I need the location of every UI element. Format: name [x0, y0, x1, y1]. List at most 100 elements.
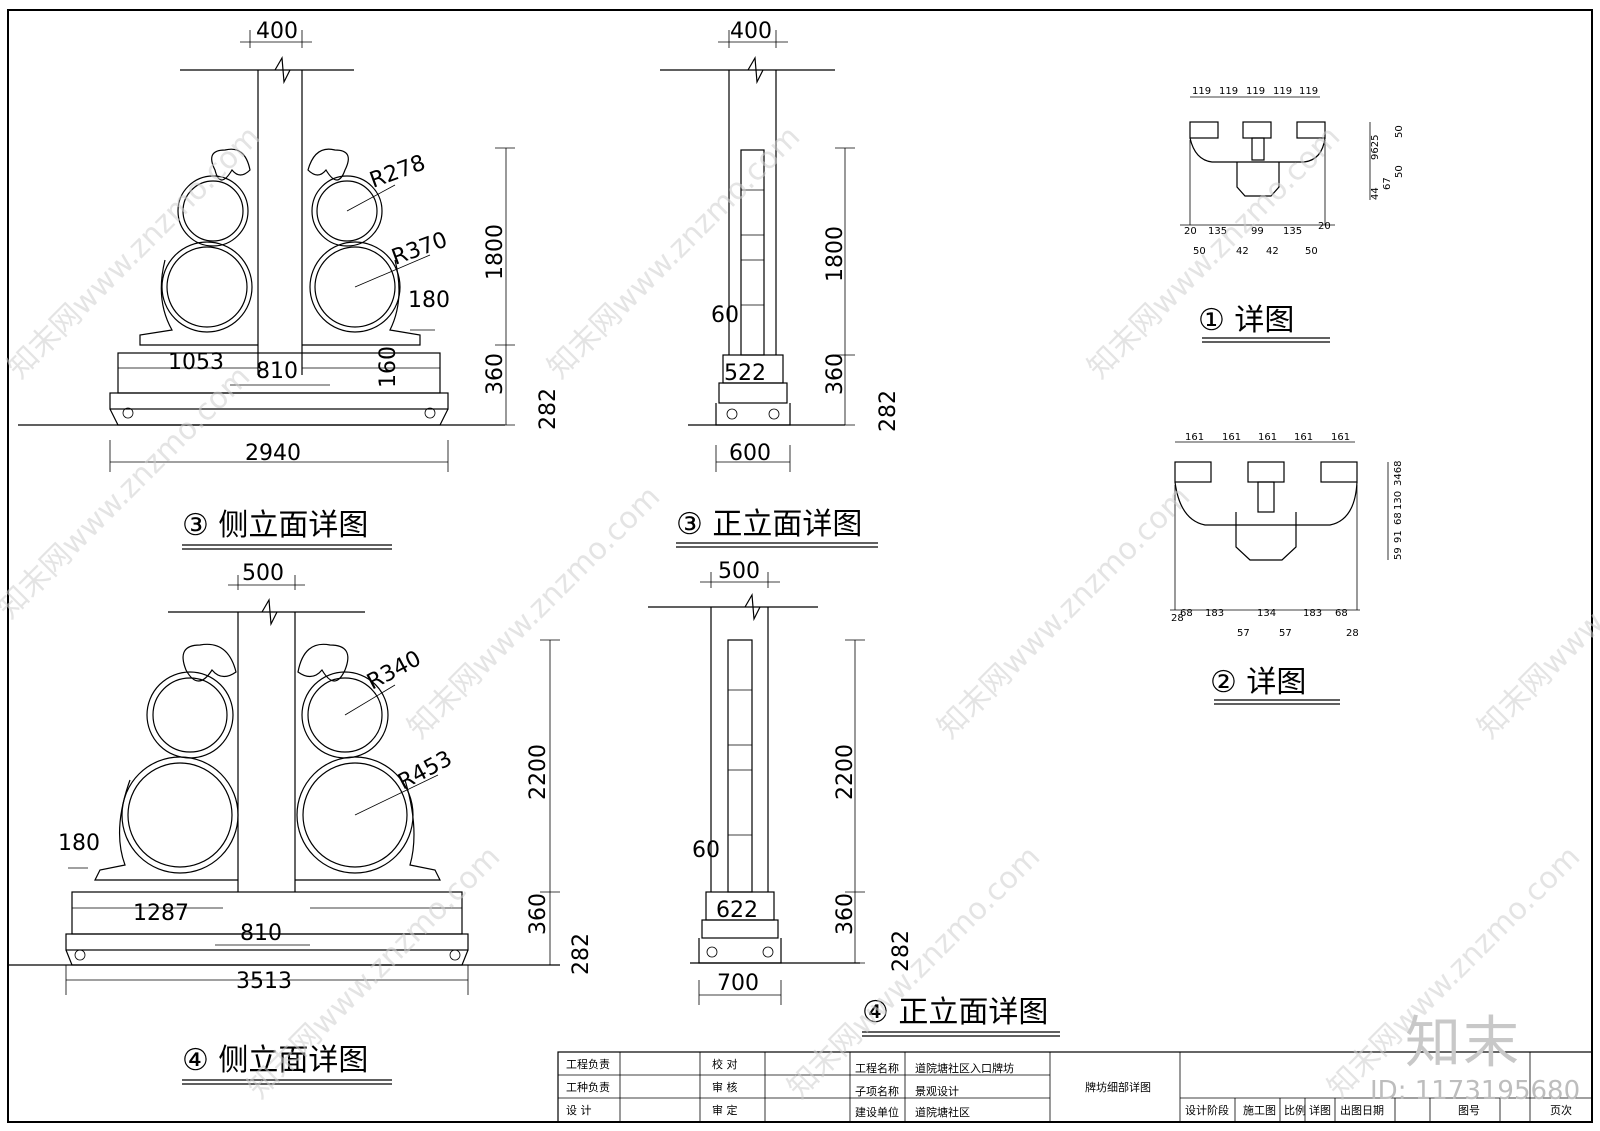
svg-text:134: 134 — [1257, 608, 1276, 619]
svg-text:282: 282 — [876, 390, 901, 432]
svg-text:工程负责: 工程负责 — [566, 1057, 610, 1071]
svg-text:119: 119 — [1273, 86, 1292, 97]
svg-text:9625: 9625 — [1370, 135, 1381, 160]
svg-text:3513: 3513 — [236, 969, 292, 994]
svg-text:360: 360 — [483, 353, 508, 395]
svg-text:工种负责: 工种负责 — [566, 1080, 610, 1094]
svg-text:600: 600 — [729, 441, 771, 466]
svg-text:20: 20 — [1318, 221, 1331, 232]
svg-text:183: 183 — [1303, 608, 1322, 619]
svg-text:183: 183 — [1205, 608, 1224, 619]
svg-text:校 对: 校 对 — [712, 1057, 738, 1071]
svg-text:50: 50 — [1305, 246, 1318, 257]
svg-text:3468: 3468 — [1393, 461, 1404, 486]
svg-text:出图日期: 出图日期 — [1340, 1103, 1384, 1117]
svg-text:R340: R340 — [363, 646, 425, 695]
svg-text:知末网www.znzmo.com: 知末网www.znzmo.com — [541, 119, 807, 385]
svg-text:④ 侧立面详图: ④ 侧立面详图 — [182, 1043, 368, 1078]
svg-text:161: 161 — [1258, 432, 1277, 443]
front-elevation-3: 400 522 60 1800 360 282 600 ③ 正立面详图 — [660, 19, 901, 548]
svg-text:图号: 图号 — [1458, 1104, 1480, 1117]
svg-text:500: 500 — [718, 559, 760, 584]
svg-text:道院塘社区: 道院塘社区 — [915, 1105, 970, 1119]
svg-text:91: 91 — [1393, 530, 1404, 543]
svg-text:② 详图: ② 详图 — [1210, 665, 1306, 700]
svg-text:道院塘社区入口牌坊: 道院塘社区入口牌坊 — [915, 1061, 1014, 1075]
svg-text:42: 42 — [1266, 246, 1279, 257]
svg-text:比例: 比例 — [1284, 1103, 1306, 1117]
watermark-id: ID: 1173195680 — [1370, 1076, 1581, 1106]
svg-text:28: 28 — [1346, 628, 1359, 639]
svg-text:180: 180 — [58, 831, 100, 856]
svg-text:施工图: 施工图 — [1243, 1104, 1276, 1117]
svg-text:1800: 1800 — [823, 226, 848, 282]
svg-text:42: 42 — [1236, 246, 1249, 257]
svg-text:60: 60 — [711, 303, 739, 328]
svg-text:知末网www.znzmo.com: 知末网www.znzmo.com — [1471, 479, 1600, 745]
svg-text:44: 44 — [1370, 187, 1381, 200]
svg-text:119: 119 — [1246, 86, 1265, 97]
svg-text:子项名称: 子项名称 — [855, 1084, 899, 1098]
svg-text:页次: 页次 — [1550, 1103, 1572, 1117]
svg-text:详图: 详图 — [1309, 1103, 1331, 1117]
svg-text:审 核: 审 核 — [712, 1080, 738, 1094]
title-block: 工程负责 校 对 工程名称 道院塘社区入口牌坊 牌坊细部详图 工种负责 审 核 … — [557, 1051, 1593, 1123]
side-elevation-3: 400 R278 R370 1053 810 160 180 1800 360 … — [18, 19, 561, 550]
svg-text:622: 622 — [716, 898, 758, 923]
svg-text:③ 侧立面详图: ③ 侧立面详图 — [182, 508, 368, 543]
svg-text:161: 161 — [1185, 432, 1204, 443]
svg-text:700: 700 — [717, 971, 759, 996]
svg-text:知末网www.znzmo.com: 知末网www.znzmo.com — [401, 479, 667, 745]
svg-text:③ 正立面详图: ③ 正立面详图 — [676, 507, 862, 542]
svg-text:57: 57 — [1279, 628, 1292, 639]
svg-text:180: 180 — [408, 288, 450, 313]
svg-text:360: 360 — [833, 893, 858, 935]
svg-text:R453: R453 — [394, 746, 456, 795]
svg-text:119: 119 — [1299, 86, 1318, 97]
svg-text:57: 57 — [1237, 628, 1250, 639]
svg-text:119: 119 — [1192, 86, 1211, 97]
svg-text:60: 60 — [692, 838, 720, 863]
svg-text:建设单位: 建设单位 — [855, 1105, 899, 1119]
svg-text:50: 50 — [1193, 246, 1206, 257]
svg-text:282: 282 — [889, 930, 914, 972]
svg-text:① 详图: ① 详图 — [1198, 303, 1294, 338]
svg-text:282: 282 — [569, 933, 594, 975]
svg-text:④ 正立面详图: ④ 正立面详图 — [862, 995, 1048, 1030]
svg-text:知末网www.znzmo.com: 知末网www.znzmo.com — [931, 479, 1197, 745]
svg-text:161: 161 — [1222, 432, 1241, 443]
svg-text:R278: R278 — [367, 151, 429, 194]
svg-text:28: 28 — [1171, 613, 1184, 624]
svg-text:20: 20 — [1184, 226, 1197, 237]
svg-text:810: 810 — [256, 359, 298, 384]
svg-text:810: 810 — [240, 921, 282, 946]
svg-text:135: 135 — [1283, 226, 1302, 237]
svg-text:400: 400 — [730, 19, 772, 44]
svg-text:1800: 1800 — [483, 224, 508, 280]
svg-text:R370: R370 — [389, 228, 451, 271]
svg-text:2200: 2200 — [526, 744, 551, 800]
svg-text:工程名称: 工程名称 — [855, 1061, 899, 1075]
watermark-logo: 知末 — [1405, 1011, 1521, 1076]
svg-text:67: 67 — [1382, 177, 1393, 190]
svg-text:500: 500 — [242, 561, 284, 586]
svg-text:59: 59 — [1393, 547, 1404, 560]
svg-text:68: 68 — [1393, 512, 1404, 525]
svg-text:522: 522 — [724, 361, 766, 386]
svg-text:99: 99 — [1251, 226, 1264, 237]
svg-text:400: 400 — [256, 19, 298, 44]
svg-text:牌坊细部详图: 牌坊细部详图 — [1085, 1080, 1151, 1094]
svg-text:130: 130 — [1393, 491, 1404, 510]
detail-1: 119 119 119 119 119 50 9625 50 67 44 20 … — [1180, 86, 1405, 343]
svg-text:135: 135 — [1208, 226, 1227, 237]
svg-text:68: 68 — [1335, 608, 1348, 619]
svg-text:161: 161 — [1294, 432, 1313, 443]
svg-text:设计阶段: 设计阶段 — [1185, 1103, 1229, 1117]
svg-text:2940: 2940 — [245, 441, 301, 466]
svg-text:审 定: 审 定 — [712, 1103, 738, 1117]
svg-text:景观设计: 景观设计 — [915, 1085, 959, 1098]
svg-text:1053: 1053 — [168, 350, 224, 375]
svg-text:50: 50 — [1394, 165, 1405, 178]
detail-2: 161 161 161 161 161 3468 130 68 91 59 68… — [1170, 432, 1404, 705]
